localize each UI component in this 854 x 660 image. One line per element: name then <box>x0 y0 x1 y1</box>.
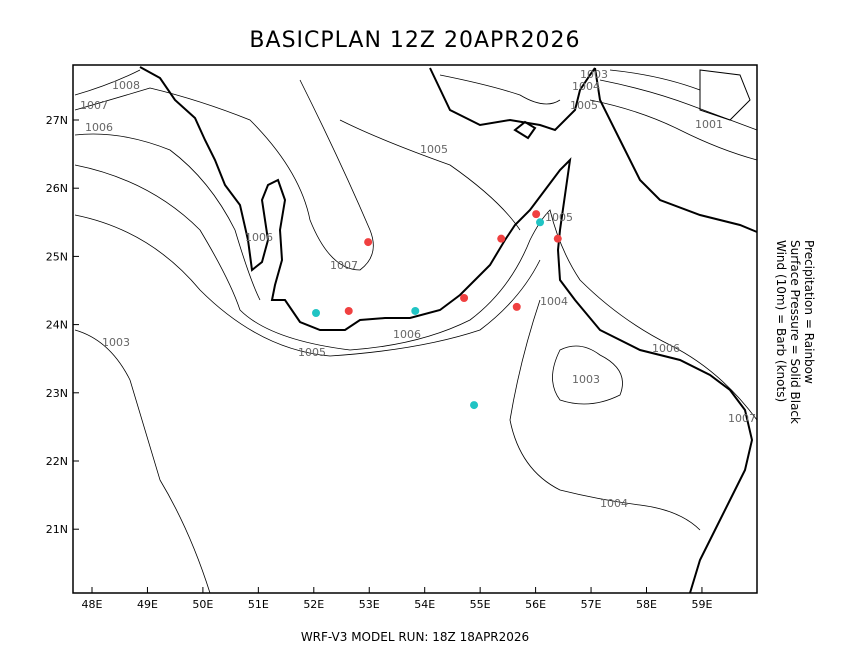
contour-label: 1003 <box>572 373 600 386</box>
contour-label: 1005 <box>545 211 573 224</box>
red-precip-marker <box>364 238 373 247</box>
contour-label: 1004 <box>540 295 568 308</box>
lat-tick-label: 26N <box>46 182 68 195</box>
contour-label: 1007 <box>728 412 756 425</box>
lat-tick-label: 25N <box>46 250 68 263</box>
legend: Precipitation = Rainbow Surface Pressure… <box>758 240 818 440</box>
coastline <box>139 66 758 594</box>
lat-tick-label: 21N <box>46 523 68 536</box>
lon-tick-label: 58E <box>636 598 657 611</box>
legend-precipitation: Precipitation = Rainbow <box>802 240 816 384</box>
axis-ticks: 48E 49E 50E 51E 52E 53E 54E 55E 56E 57E 58E 59E 27N 2… <box>46 114 713 611</box>
precipitation-markers <box>312 210 562 410</box>
contour-labels: 1008 1007 1006 1005 1003 1004 1005 1001 … <box>80 68 756 510</box>
contour-label: 1008 <box>112 79 140 92</box>
red-precip-marker <box>532 210 541 219</box>
legend-wind: Wind (10m) = Barb (knots) <box>774 240 788 403</box>
lat-tick-label: 23N <box>46 387 68 400</box>
red-precip-marker <box>497 234 506 243</box>
contour-label: 1005 <box>420 143 448 156</box>
contour-label: 1005 <box>570 99 598 112</box>
lat-tick-label: 22N <box>46 455 68 468</box>
contour-label: 1006 <box>652 342 680 355</box>
lon-tick-label: 56E <box>525 598 546 611</box>
model-run-footer: WRF-V3 MODEL RUN: 18Z 18APR2026 <box>300 630 530 644</box>
contour-label: 1006 <box>85 121 113 134</box>
lon-tick-label: 54E <box>414 598 435 611</box>
cyan-precip-marker <box>411 306 420 315</box>
contour-label: 1004 <box>572 80 600 93</box>
lon-tick-label: 48E <box>82 598 103 611</box>
cyan-precip-marker <box>536 218 545 227</box>
legend-pressure: Surface Pressure = Solid Black <box>788 240 802 424</box>
lon-tick-label: 53E <box>359 598 380 611</box>
lat-tick-label: 24N <box>46 319 68 332</box>
contour-label: 1004 <box>600 497 628 510</box>
lon-tick-label: 49E <box>137 598 158 611</box>
map-title: BASICPLAN 12Z 20APR2026 <box>249 28 581 53</box>
contour-label: 1007 <box>330 259 358 272</box>
contour-label: 1003 <box>580 68 608 81</box>
contour-label: 1001 <box>695 118 723 131</box>
lon-tick-label: 51E <box>248 598 269 611</box>
cyan-precip-marker <box>470 401 479 410</box>
red-precip-marker <box>553 234 562 243</box>
lon-tick-label: 50E <box>192 598 213 611</box>
contour-label: 1006 <box>393 328 421 341</box>
lat-tick-label: 27N <box>46 114 68 127</box>
red-precip-marker <box>512 302 521 311</box>
red-precip-marker <box>344 306 353 315</box>
contour-label: 1007 <box>80 99 108 112</box>
lon-tick-label: 55E <box>470 598 491 611</box>
contour-label: 1005 <box>298 346 326 359</box>
lon-tick-label: 57E <box>581 598 602 611</box>
lon-tick-label: 52E <box>303 598 324 611</box>
lon-tick-label: 59E <box>691 598 712 611</box>
contour-label: 1006 <box>245 231 273 244</box>
cyan-precip-marker <box>312 309 321 318</box>
contour-label: 1003 <box>102 336 130 349</box>
red-precip-marker <box>460 294 469 303</box>
isobars <box>74 69 758 594</box>
